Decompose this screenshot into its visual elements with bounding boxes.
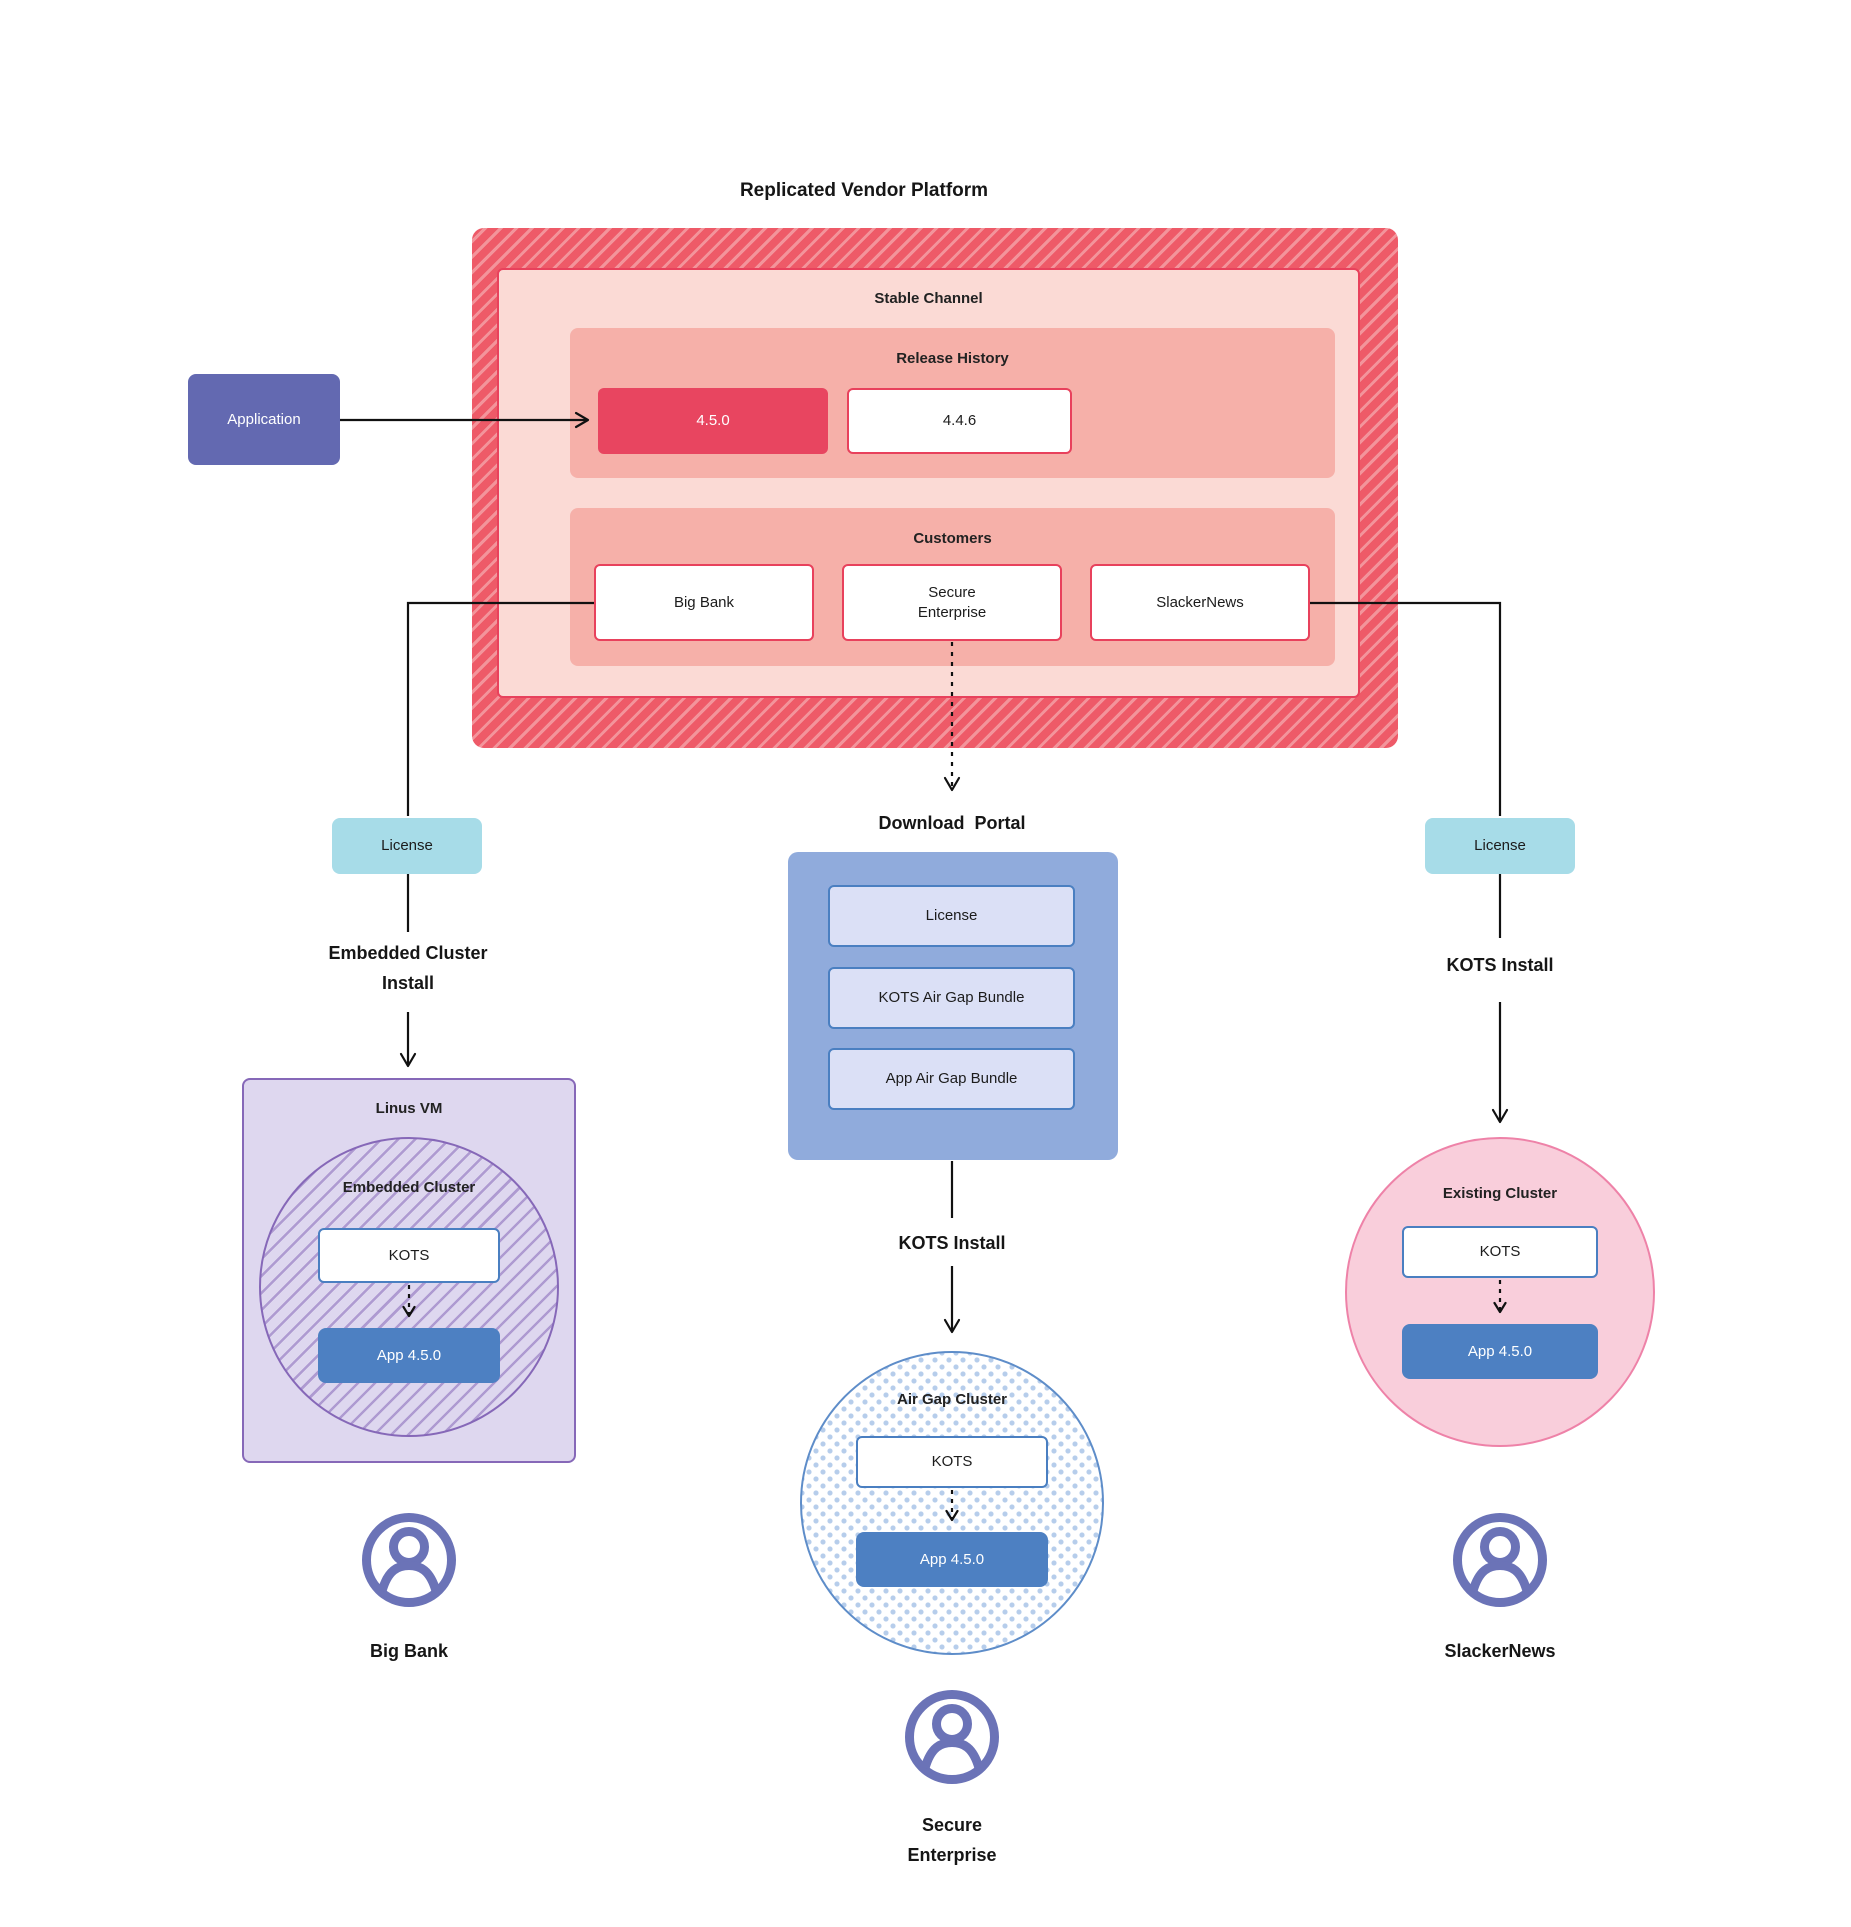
kots-box-existing: KOTS bbox=[1402, 1226, 1598, 1278]
portal-item-kots-bundle: KOTS Air Gap Bundle bbox=[828, 967, 1075, 1029]
user-icon bbox=[357, 1508, 461, 1612]
air-gap-cluster-label: Air Gap Cluster bbox=[896, 1391, 1008, 1408]
download-portal-box: License KOTS Air Gap Bundle App Air Gap … bbox=[788, 852, 1118, 1160]
kots-install-label-airgap: KOTS Install bbox=[898, 1233, 1006, 1253]
kots-install-label-existing: KOTS Install bbox=[1446, 955, 1554, 975]
customer-label: Secure Enterprise bbox=[917, 583, 987, 621]
embedded-cluster-install-label: Embedded Cluster Install bbox=[328, 943, 488, 993]
customers-label: Customers bbox=[913, 530, 992, 547]
stable-channel-box: Stable Channel Release History 4.5.0 4.4… bbox=[497, 268, 1360, 698]
release-item-current: 4.5.0 bbox=[598, 388, 828, 454]
portal-item-app-bundle: App Air Gap Bundle bbox=[828, 1048, 1075, 1110]
release-item: 4.4.6 bbox=[847, 388, 1072, 454]
customer-label: Big Bank bbox=[673, 593, 735, 611]
linus-vm-label: Linus VM bbox=[375, 1100, 443, 1117]
kots-box-airgap: KOTS bbox=[856, 1436, 1048, 1488]
customer-secure-enterprise: Secure Enterprise bbox=[842, 564, 1062, 641]
user-label-secure-enterprise: Secure Enterprise bbox=[907, 1815, 997, 1865]
existing-cluster-circle: Existing Cluster KOTS App 4.5.0 bbox=[1345, 1137, 1655, 1447]
vendor-platform-box: Stable Channel Release History 4.5.0 4.4… bbox=[472, 228, 1398, 748]
release-history-box: Release History 4.5.0 4.4.6 bbox=[570, 328, 1335, 478]
customers-box: Customers Big Bank Secure Enterprise Sla… bbox=[570, 508, 1335, 666]
air-gap-cluster-circle: Air Gap Cluster KOTS App 4.5.0 bbox=[800, 1351, 1104, 1655]
embedded-cluster-circle: Embedded Cluster KOTS App 4.5.0 bbox=[259, 1137, 559, 1437]
stable-channel-label: Stable Channel bbox=[874, 290, 983, 307]
download-portal-label: Download Portal bbox=[878, 813, 1026, 833]
license-box-existing: License bbox=[1425, 818, 1575, 874]
customer-slackernews: SlackerNews bbox=[1090, 564, 1310, 641]
portal-item-license: License bbox=[828, 885, 1075, 947]
existing-cluster-label: Existing Cluster bbox=[1442, 1185, 1558, 1202]
app-box-airgap: App 4.5.0 bbox=[856, 1532, 1048, 1587]
page-title: Replicated Vendor Platform bbox=[739, 180, 989, 201]
user-label-slackernews: SlackerNews bbox=[1444, 1641, 1556, 1661]
user-icon bbox=[900, 1685, 1004, 1789]
linus-vm-box: Linus VM Embedded Cluster KOTS App 4.5.0 bbox=[242, 1078, 576, 1463]
embedded-cluster-label: Embedded Cluster bbox=[342, 1179, 476, 1196]
customer-big-bank: Big Bank bbox=[594, 564, 814, 641]
license-box-embedded: License bbox=[332, 818, 482, 874]
customer-label: SlackerNews bbox=[1156, 593, 1244, 611]
user-label-big-bank: Big Bank bbox=[369, 1641, 448, 1661]
kots-box-embedded: KOTS bbox=[318, 1228, 500, 1283]
app-box-existing: App 4.5.0 bbox=[1402, 1324, 1598, 1379]
app-box-embedded: App 4.5.0 bbox=[318, 1328, 500, 1383]
release-history-label: Release History bbox=[896, 350, 1009, 367]
application-box: Application bbox=[188, 374, 340, 465]
user-icon bbox=[1448, 1508, 1552, 1612]
